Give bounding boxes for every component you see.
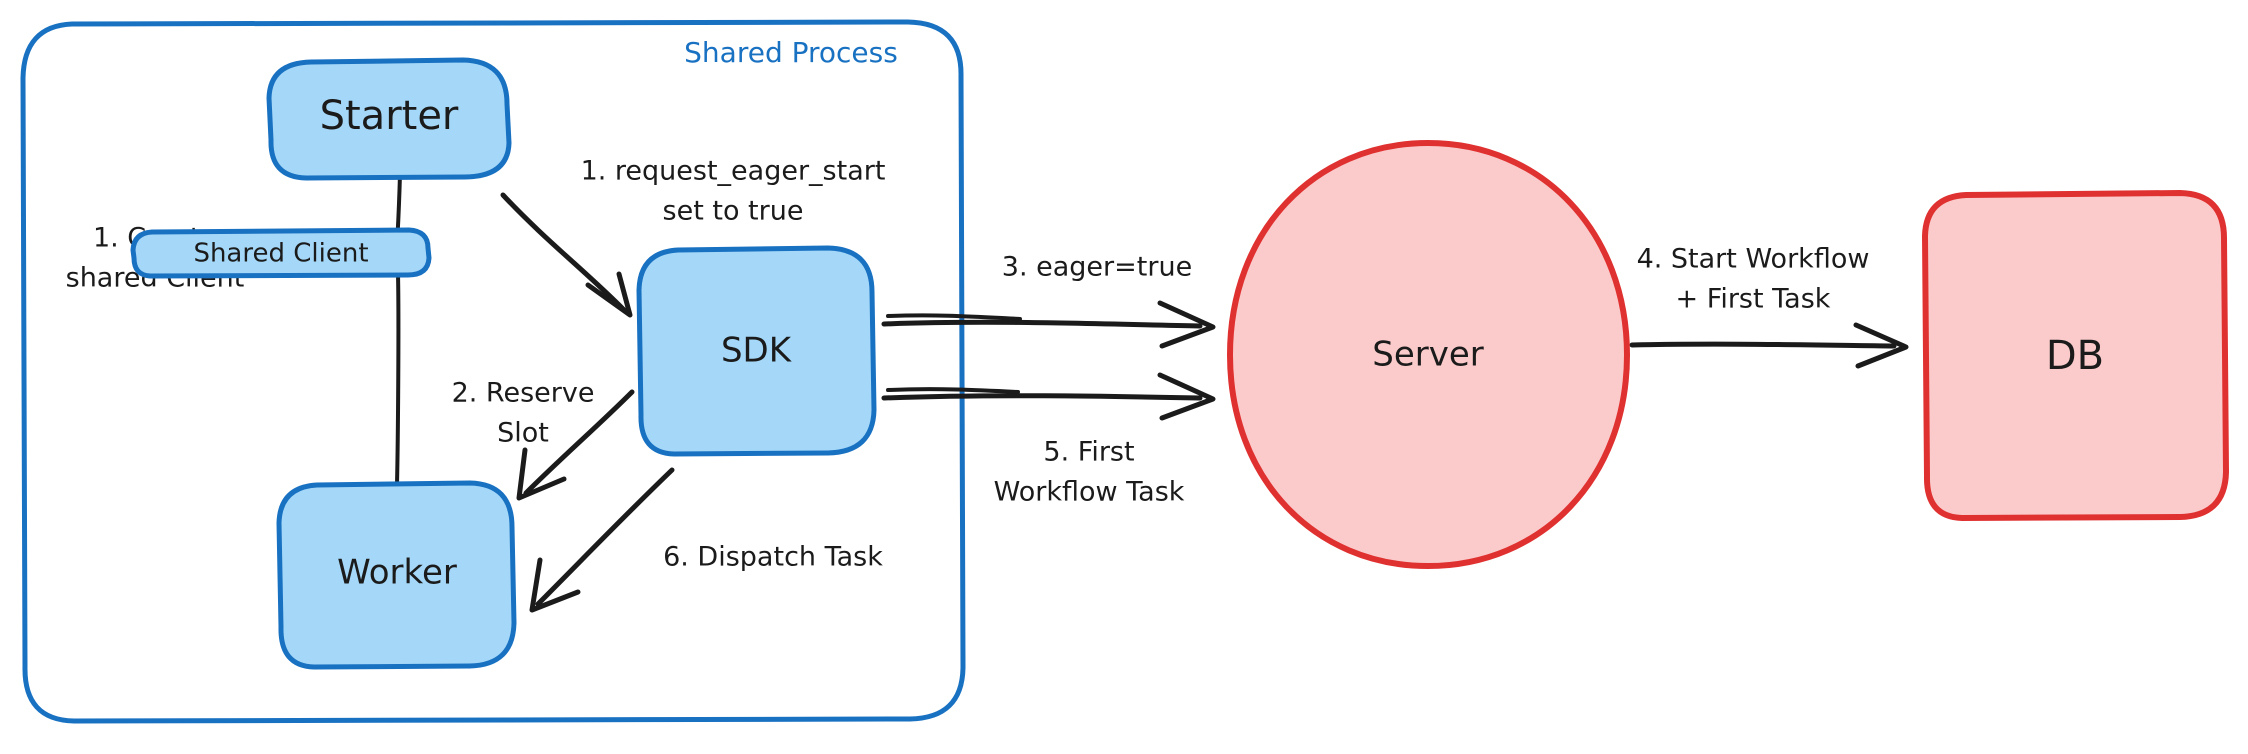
node-db-label: DB: [2046, 333, 2104, 379]
edge-first-workflow-task-label-2: Workflow Task: [994, 477, 1185, 508]
node-starter-shape: [266, 57, 512, 181]
node-server[interactable]: Server: [1227, 140, 1630, 569]
edge-eager-true-line: [881, 319, 1203, 329]
edge-eager-true-arrowhead: [1157, 300, 1216, 349]
node-sdk-label: SDK: [721, 331, 793, 371]
node-shared-client-label: Shared Client: [193, 239, 368, 269]
edge-request-eager-start-label-1: 1. request_eager_start: [581, 156, 886, 187]
node-starter-label: Starter: [320, 93, 459, 139]
edge-start-workflow-label-1: 4. Start Workflow: [1637, 244, 1870, 275]
node-shared-client[interactable]: Shared Client: [130, 227, 432, 279]
edge-dispatch-task[interactable]: 6. Dispatch Task: [529, 467, 883, 613]
node-worker-label: Worker: [337, 553, 457, 593]
edge-dispatch-task-label: 6. Dispatch Task: [663, 542, 883, 573]
edge-eager-true-label: 3. eager=true: [1002, 252, 1192, 283]
node-shared-client-shape: [130, 227, 432, 279]
edge-start-workflow-line: [1629, 341, 1897, 349]
edge-dispatch-task-line: [535, 467, 675, 607]
edge-create-shared-client[interactable]: 1. Create shared Client: [66, 172, 402, 486]
edge-request-eager-start-arrowhead: [585, 271, 633, 318]
edge-dispatch-task-arrowhead: [529, 557, 581, 613]
edge-request-eager-start-line: [500, 192, 628, 314]
edge-first-workflow-task-arrowhead: [1157, 372, 1216, 421]
edge-reserve-slot[interactable]: 2. Reserve Slot: [452, 378, 635, 501]
edge-request-eager-start[interactable]: 1. request_eager_start set to true: [500, 156, 886, 318]
edge-create-shared-client-line-bottom: [395, 272, 401, 486]
edge-reserve-slot-label-2: Slot: [497, 418, 549, 449]
node-worker[interactable]: Worker: [276, 480, 517, 670]
edge-start-workflow-arrowhead: [1853, 322, 1909, 369]
shared-process-group[interactable]: Shared Process: [20, 19, 966, 724]
edge-eager-true[interactable]: 3. eager=true: [881, 252, 1216, 349]
edge-first-workflow-task[interactable]: 5. First Workflow Task: [881, 372, 1216, 508]
edge-reserve-slot-label-1: 2. Reserve: [452, 378, 595, 409]
node-db-shape: [1922, 190, 2229, 521]
node-worker-shape: [276, 480, 517, 670]
node-starter[interactable]: Starter: [266, 57, 512, 181]
shared-process-title: Shared Process: [684, 36, 898, 69]
edge-first-workflow-task-line-shadow: [886, 387, 1020, 394]
edge-start-workflow[interactable]: 4. Start Workflow + First Task: [1629, 244, 1909, 369]
node-sdk-shape: [636, 245, 877, 457]
node-db[interactable]: DB: [1922, 190, 2229, 521]
node-sdk[interactable]: SDK: [636, 245, 877, 457]
edge-request-eager-start-label-2: set to true: [663, 196, 804, 227]
edge-reserve-slot-line: [523, 389, 635, 496]
edge-eager-true-line-shadow: [886, 313, 1022, 321]
node-server-label: Server: [1372, 335, 1484, 375]
node-server-shape: [1227, 140, 1630, 569]
edge-start-workflow-label-2: + First Task: [1676, 284, 1831, 315]
edge-first-workflow-task-line: [881, 393, 1203, 401]
shared-process-border: [20, 19, 966, 724]
edge-first-workflow-task-label-1: 5. First: [1043, 437, 1134, 468]
edge-reserve-slot-arrowhead: [516, 447, 567, 501]
